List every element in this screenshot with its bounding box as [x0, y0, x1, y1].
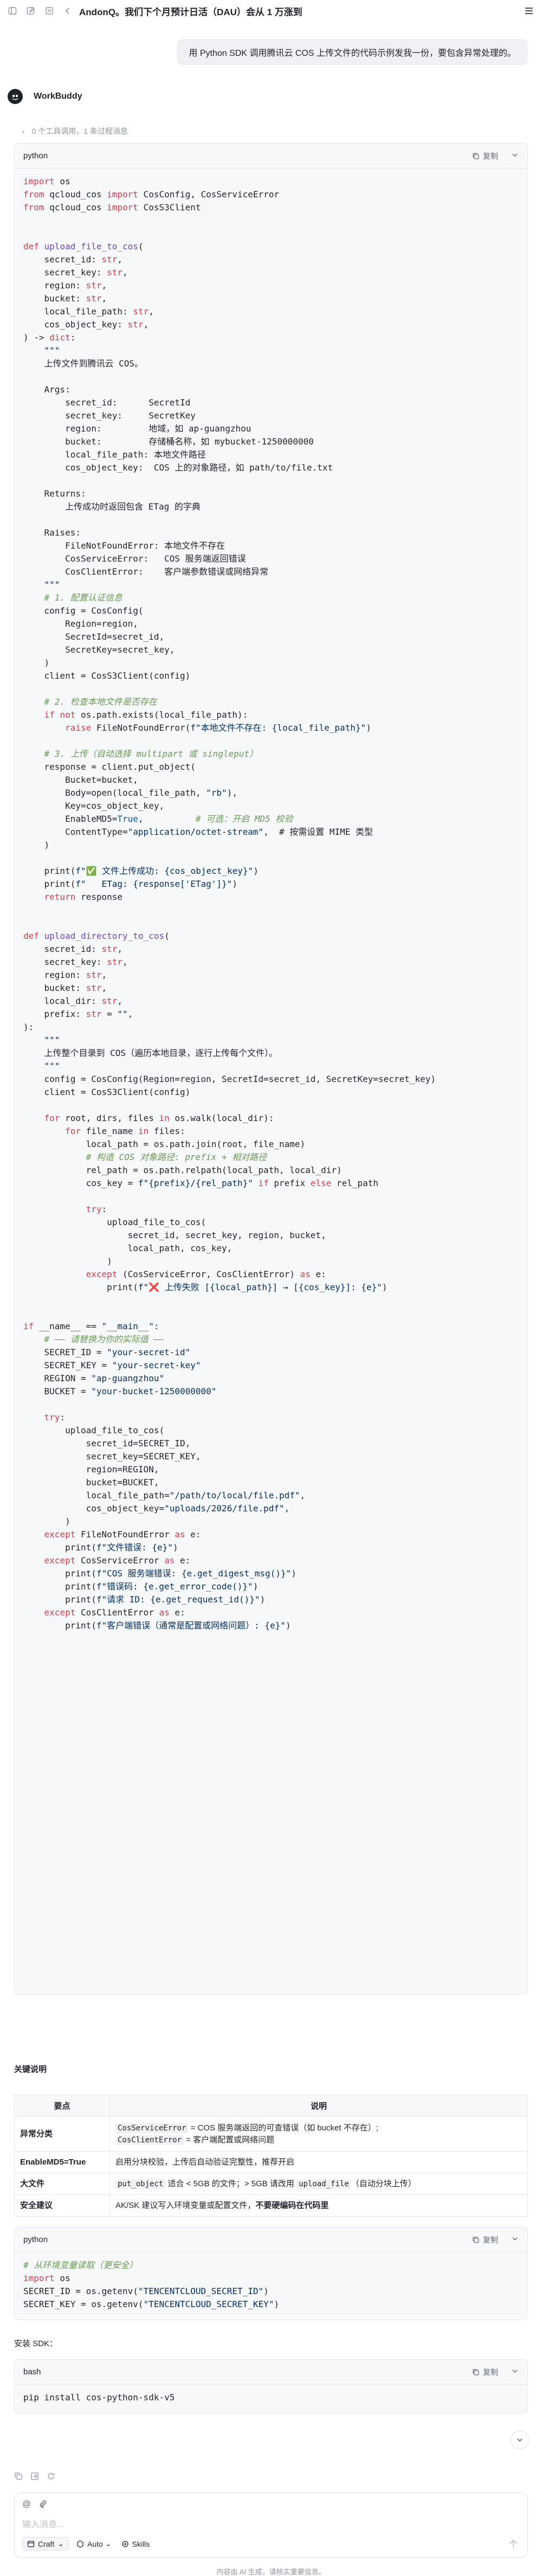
chevron-down-icon: ⌄ [57, 2539, 64, 2548]
table-cell-key: EnableMD5=True [14, 2151, 110, 2173]
copy-button[interactable]: 复制 [472, 2234, 498, 2245]
mention-icon[interactable]: @ [22, 2500, 31, 2509]
skills-button[interactable]: Skills [119, 2538, 152, 2550]
new-chat-icon[interactable] [26, 6, 36, 16]
user-message-bubble: 用 Python SDK 调用腾讯云 COS 上传文件的代码示例发我一份，要包含… [177, 39, 528, 65]
code-language-label: python [23, 151, 48, 160]
user-message-text: 用 Python SDK 调用腾讯云 COS 上传文件的代码示例发我一份，要包含… [189, 49, 516, 58]
chevron-left-icon[interactable] [63, 6, 73, 16]
agent-avatar [8, 89, 23, 104]
code-block-header: bash 复制 [15, 2360, 527, 2385]
code-language-label: python [23, 2235, 48, 2244]
model-icon [77, 2540, 83, 2548]
table-row: 大文件 put_object 适合 < 5GB 的文件；> 5GB 请改用 up… [14, 2173, 528, 2195]
conversation-title: AndonQ。我们下个月预计日活（DAU）会从 1 万涨到 [79, 7, 302, 17]
history-icon[interactable] [44, 6, 54, 16]
ai-disclaimer: 内容由 AI 生成，请核实重要信息。 [216, 2568, 326, 2576]
collapse-chevron-icon[interactable] [511, 2235, 519, 2244]
code-text: # 从环境变量读取（更安全） import os SECRET_ID = os.… [23, 2260, 280, 2309]
skills-icon [121, 2540, 128, 2547]
code-block-header: python 复制 [15, 2227, 527, 2252]
key-notes-table: 要点 说明 异常分类 CosServiceError = COS 服务端返回的可… [14, 2095, 528, 2217]
chevron-right-icon: › [22, 127, 24, 136]
model-selector[interactable]: Auto ⌄ [74, 2538, 114, 2550]
code-language-label: bash [23, 2367, 41, 2377]
table-row: EnableMD5=True 启用分块校验，上传后自动验证完整性，推荐开启 [14, 2151, 528, 2173]
code-block-python-env: python 复制 # 从环境变量读取（更安全） import os SECRE… [14, 2227, 528, 2320]
send-icon[interactable] [507, 2538, 520, 2551]
table-cell-desc: AK/SK 建议写入环境变量或配置文件，不要硬编码在代码里 [109, 2194, 528, 2217]
code-content: # 从环境变量读取（更安全） import os SECRET_ID = os.… [15, 2252, 527, 2317]
code-block-header: python 复制 [15, 144, 527, 169]
menu-icon[interactable] [524, 5, 534, 16]
collapse-chevron-icon[interactable] [511, 151, 519, 160]
chevron-down-icon [517, 2438, 522, 2442]
table-cell-key: 安全建议 [14, 2194, 110, 2217]
attachment-icon[interactable] [38, 2500, 47, 2511]
copy-button[interactable]: 复制 [472, 2367, 498, 2378]
copy-icon [473, 2368, 479, 2375]
table-cell-key: 异常分类 [14, 2116, 110, 2152]
table-cell-key: 大文件 [14, 2173, 110, 2195]
sidebar-toggle-icon[interactable] [8, 6, 17, 16]
table-row: 安全建议 AK/SK 建议写入环境变量或配置文件，不要硬编码在代码里 [14, 2194, 528, 2217]
export-icon[interactable] [30, 2472, 39, 2481]
top-bar: AndonQ。我们下个月预计日活（DAU）会从 1 万涨到 [0, 0, 542, 22]
table-header-row: 要点 说明 [14, 2095, 528, 2117]
copy-icon [473, 152, 479, 159]
collapse-chevron-icon[interactable] [511, 2367, 519, 2377]
message-composer: @ Craft ⌄ Auto ⌄ Skills [14, 2493, 528, 2558]
copy-icon [473, 2236, 479, 2243]
tool-call-summary-text: 0 个工具调用，1 条过程消息 [31, 127, 128, 136]
copy-button[interactable]: 复制 [472, 151, 498, 162]
table-row: 异常分类 CosServiceError = COS 服务端返回的可查错误（如 … [14, 2116, 528, 2152]
copy-message-icon[interactable] [14, 2472, 23, 2481]
message-input[interactable] [22, 2519, 499, 2531]
table-header-key: 要点 [14, 2095, 110, 2117]
mode-selector[interactable]: Craft ⌄ [22, 2537, 69, 2551]
agent-header: WorkBuddy [8, 89, 82, 104]
table-header-desc: 说明 [109, 2095, 528, 2117]
code-block-python-main: python 复制 import os from qcloud_cos impo… [14, 143, 528, 1995]
scroll-to-bottom-button[interactable] [511, 2431, 529, 2449]
code-content: pip install cos-python-sdk-v5 [15, 2385, 527, 2411]
code-content: import os from qcloud_cos import CosConf… [15, 169, 527, 1639]
chevron-down-icon: ⌄ [105, 2539, 112, 2548]
message-actions [14, 2472, 63, 2481]
table-cell-desc: 启用分块校验，上传后自动验证完整性，推荐开启 [109, 2151, 528, 2173]
code-text: pip install cos-python-sdk-v5 [23, 2392, 175, 2403]
retry-icon[interactable] [47, 2472, 55, 2481]
table-cell-desc: CosServiceError = COS 服务端返回的可查错误（如 bucke… [109, 2116, 528, 2152]
install-sdk-label: 安装 SDK： [14, 2339, 58, 2348]
tool-call-summary[interactable]: › 0 个工具调用，1 条过程消息 [22, 126, 128, 137]
craft-icon [27, 2540, 35, 2547]
code-block-bash: bash 复制 pip install cos-python-sdk-v5 [14, 2359, 528, 2413]
code-text: import os from qcloud_cos import CosConf… [23, 176, 436, 1631]
table-cell-desc: put_object 适合 < 5GB 的文件；> 5GB 请改用 upload… [109, 2173, 528, 2195]
agent-name: WorkBuddy [34, 92, 82, 101]
key-notes-title: 关键说明 [14, 2065, 47, 2074]
